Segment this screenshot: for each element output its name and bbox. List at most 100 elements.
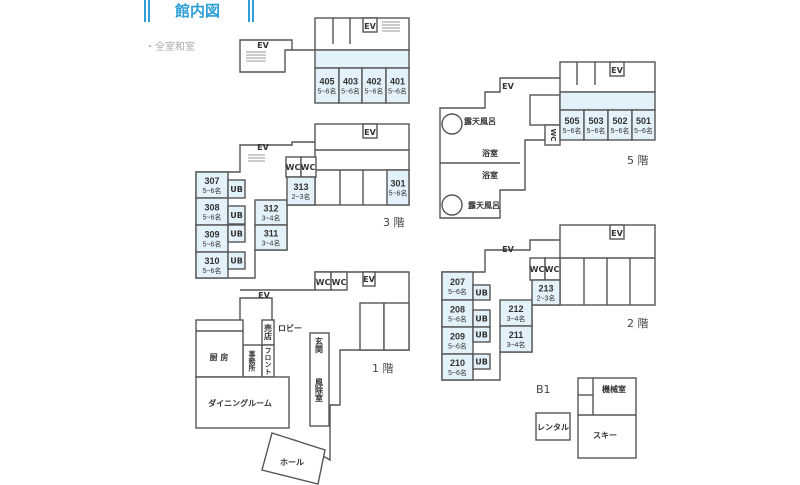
room-box (441, 353, 474, 381)
unit-bath (472, 284, 491, 301)
room-number: 503 (588, 116, 603, 126)
wc-label: WC (286, 163, 301, 172)
ub-label: UB (230, 211, 243, 220)
floor-b1: B1 機械室 レンタル スキー (535, 377, 637, 459)
bath-label: 浴室 (482, 170, 498, 180)
wc-label: WC (545, 265, 560, 274)
room-number: 211 (509, 330, 524, 340)
room-box (499, 299, 533, 327)
room-capacity: 5~6名 (448, 315, 467, 324)
ev-label: EV (258, 291, 270, 300)
windbreak-label: 風除室 (314, 378, 324, 403)
hall-room (261, 432, 326, 485)
ev-label: EV (257, 143, 269, 152)
room-box (386, 169, 410, 206)
floor-2-label: 2 階 (627, 316, 649, 330)
outdoor-bath-label: 露天風呂 (468, 200, 500, 210)
room-box (195, 251, 229, 279)
room-capacity: 5~6名 (587, 126, 606, 135)
room-number: 403 (343, 77, 358, 87)
room-number: 213 (538, 284, 553, 294)
ski-label: スキー (593, 431, 617, 440)
room-number: 209 (450, 332, 465, 342)
ev-label: EV (611, 66, 623, 75)
room-number: 301 (390, 179, 405, 189)
room-capacity: 5~6名 (634, 126, 653, 135)
room-type-note: ・全室和室 (145, 40, 195, 53)
ev-label: EV (363, 275, 375, 284)
room-number: 210 (450, 358, 465, 368)
title-bar-right (248, 0, 250, 22)
ev-label: EV (364, 22, 376, 31)
room-capacity: 5~6名 (388, 87, 407, 96)
ev-label: EV (502, 82, 514, 91)
ub-label: UB (475, 289, 488, 298)
map-header: 館内図 ・全室和室 (144, 0, 254, 53)
room-capacity: 5~6名 (448, 368, 467, 377)
room-capacity: 2~3名 (292, 192, 311, 201)
room-capacity: 5~6名 (341, 87, 360, 96)
bath-label: 浴室 (482, 148, 498, 158)
wc-label: WC (301, 163, 316, 172)
room-box (385, 67, 410, 104)
ub-label: UB (475, 331, 488, 340)
room-box (559, 109, 585, 141)
room-number: 501 (636, 116, 651, 126)
floor-1: WC WC EV EV ロビー 売店 事務所 フロント 厨 房 ダイニングルーム… (195, 271, 410, 485)
wc-label: WC (549, 129, 557, 142)
entrance-label: 玄関 (315, 336, 324, 354)
room-capacity: 5~6名 (203, 240, 222, 249)
title-bar-right (252, 0, 254, 22)
room-capacity: 3~4名 (507, 314, 526, 323)
floor-5-label: 5 階 (627, 153, 649, 167)
floor-2: EV EV WC WC 2 階 2075~6名2085~6名2095~6名210… (441, 224, 656, 381)
floor-b1-label: B1 (536, 383, 551, 396)
room-capacity: 5~6名 (365, 87, 384, 96)
room-number: 502 (612, 116, 627, 126)
machine-room-label: 機械室 (602, 384, 626, 394)
room-number: 312 (263, 204, 278, 214)
room-capacity: 5~6名 (448, 287, 467, 296)
dining-label: ダイニングルーム (208, 398, 272, 408)
room-number: 207 (450, 277, 465, 287)
room-capacity: 2~3名 (537, 294, 556, 303)
ev-label: EV (257, 41, 269, 50)
room-box (286, 176, 316, 206)
ub-label: UB (230, 230, 243, 239)
room-capacity: 5~6名 (611, 126, 630, 135)
floor-3-label: 3 階 (383, 215, 405, 229)
title-bar-left (148, 0, 150, 22)
room-capacity: 3~4名 (507, 340, 526, 349)
unit-bath (472, 326, 491, 343)
front-label: フロント (264, 347, 272, 375)
room-number: 212 (508, 304, 523, 314)
unit-bath (472, 353, 491, 370)
rental-label: レンタル (537, 422, 569, 432)
room-box (254, 199, 288, 226)
unit-bath (227, 251, 246, 270)
ub-label: UB (230, 185, 243, 194)
room-capacity: 5~6名 (203, 266, 222, 275)
hall-label: ホール (280, 458, 304, 467)
room-number: 308 (204, 203, 219, 213)
room-number: 313 (293, 182, 308, 192)
ev-label: EV (611, 229, 623, 238)
floor-3: EV EV WC WC 3 階 3075~6名3085~6名3095~6名310… (195, 123, 410, 279)
